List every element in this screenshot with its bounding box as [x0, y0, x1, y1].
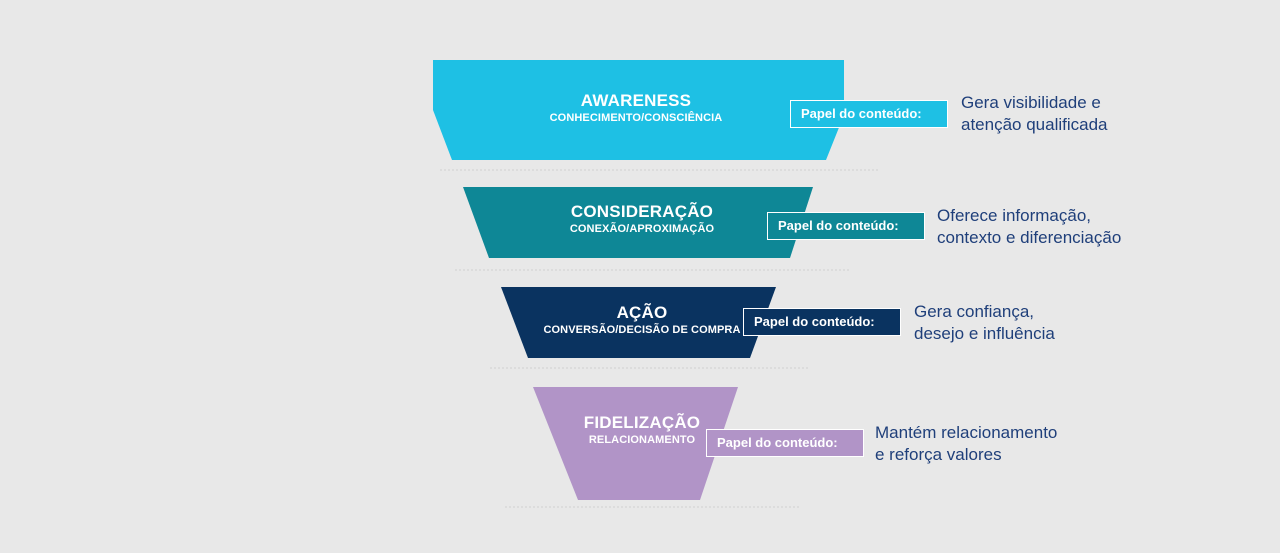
funnel-segment-acao: [501, 287, 776, 358]
role-description-line: desejo e influência: [914, 324, 1055, 343]
role-description-fidelizacao: Mantém relacionamento e reforça valores: [875, 422, 1135, 466]
stage-label-awareness: AWARENESS CONHECIMENTO/CONSCIÊNCIA: [550, 91, 723, 126]
role-badge-acao: Papel do conteúdo:: [743, 308, 901, 336]
role-badge-bg-fidelizacao: [706, 429, 864, 457]
stage-subtitle: CONHECIMENTO/CONSCIÊNCIA: [549, 112, 723, 124]
role-description-line: Gera visibilidade e: [961, 93, 1101, 112]
stage-label-fidelizacao: FIDELIZAÇÃO RELACIONAMENTO: [584, 413, 700, 448]
role-badge-awareness: Papel do conteúdo:: [790, 100, 948, 128]
stage-title: AÇÃO: [616, 303, 668, 322]
stage-title: CONSIDERAÇÃO: [570, 202, 714, 221]
role-badge-bg-awareness: [790, 100, 948, 128]
role-badge-consideracao: Papel do conteúdo:: [767, 212, 925, 240]
stage-subtitle: RELACIONAMENTO: [588, 434, 696, 446]
stage-subtitle: CONVERSÃO/DECISÃO DE COMPRA: [543, 324, 741, 336]
funnel-segment-consideracao: [463, 187, 813, 258]
stage-label-acao: AÇÃO CONVERSÃO/DECISÃO DE COMPRA: [543, 303, 740, 338]
role-description-line: e reforça valores: [875, 445, 1002, 464]
stage-title: FIDELIZAÇÃO: [583, 413, 701, 432]
role-description-line: Oferece informação,: [937, 206, 1092, 225]
funnel-segment-fidelizacao: [533, 387, 738, 500]
role-badge-bg-consideracao: [767, 212, 925, 240]
role-badge-bg-acao: [743, 308, 901, 336]
funnel-segment-awareness: [433, 60, 844, 160]
stage-label-consideracao: CONSIDERAÇÃO CONEXÃO/APROXIMAÇÃO: [570, 202, 714, 237]
role-description-line: Mantém relacionamento: [875, 423, 1058, 442]
role-description-awareness: Gera visibilidade e atenção qualificada: [961, 92, 1221, 136]
role-description-line: Gera confiança,: [914, 302, 1035, 321]
role-description-consideracao: Oferece informação, contexto e diferenci…: [937, 205, 1197, 249]
role-badge-fidelizacao: Papel do conteúdo:: [706, 429, 864, 457]
role-description-line: atenção qualificada: [961, 115, 1108, 134]
stage-subtitle: CONEXÃO/APROXIMAÇÃO: [569, 223, 715, 235]
role-description-acao: Gera confiança, desejo e influência: [914, 301, 1174, 345]
stage-title: AWARENESS: [580, 91, 692, 110]
role-description-line: contexto e diferenciação: [937, 228, 1122, 247]
